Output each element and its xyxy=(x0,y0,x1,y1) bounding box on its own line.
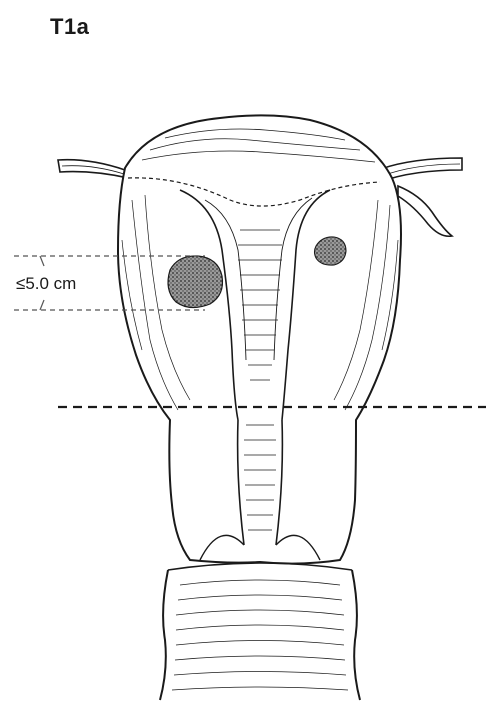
size-label: ≤5.0 cm xyxy=(16,274,76,293)
vagina xyxy=(160,563,360,700)
tumor-large xyxy=(168,256,223,308)
uterine-body xyxy=(118,115,401,563)
tumor-small xyxy=(315,237,347,265)
left-fallopian-tube xyxy=(58,160,128,178)
